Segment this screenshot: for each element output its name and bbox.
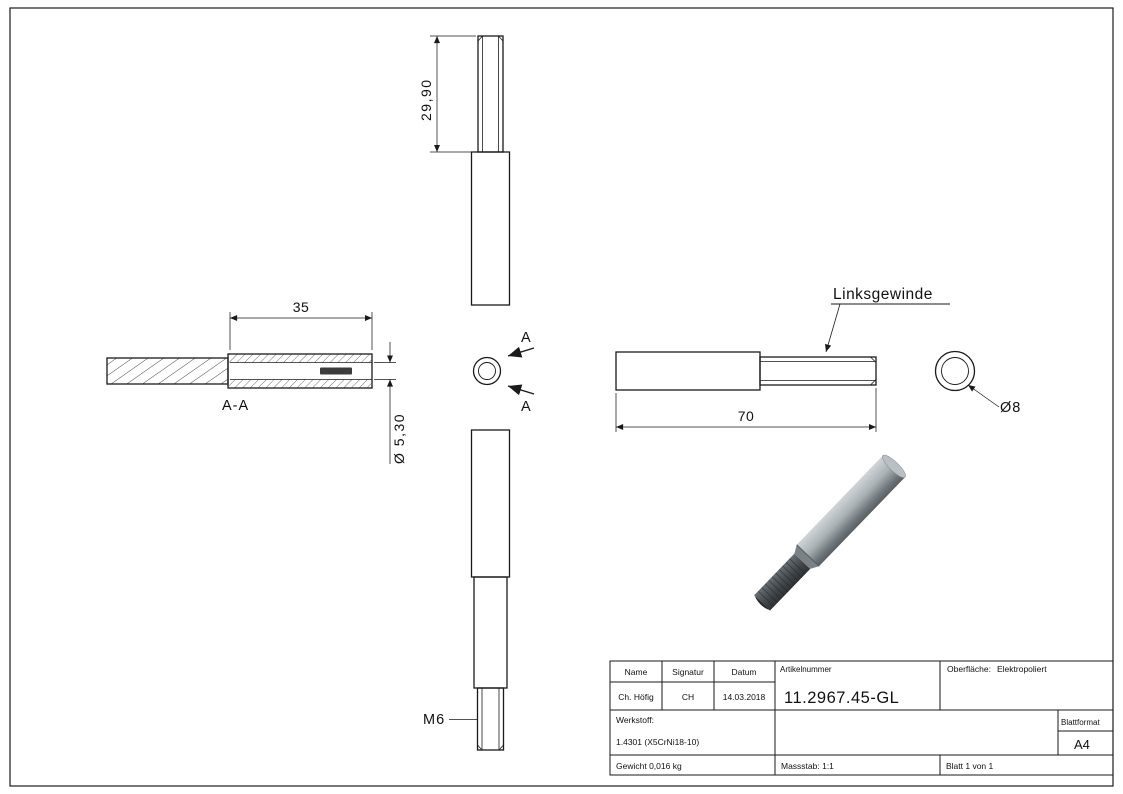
dim-29-90-label: 29,90 — [418, 78, 434, 121]
cut-label-bottom: A — [521, 399, 532, 415]
render-thread — [754, 553, 811, 611]
tb-datum-value: 14.03.2018 — [723, 692, 766, 702]
tb-werkstoff-label: Werkstoff: — [616, 715, 654, 725]
section-wall-hatch-bottom — [228, 379, 372, 388]
cut-arrow-top — [507, 346, 535, 358]
top-chamfer — [477, 35, 483, 42]
side-body-outline — [615, 351, 761, 391]
small-circle-inner — [478, 362, 496, 380]
bottom-body-outline — [470, 429, 511, 578]
render-step-line — [796, 544, 820, 567]
tb-name-header: Name — [625, 667, 648, 677]
view-section-aa: 35 A-A Ø 5,30 — [106, 299, 407, 464]
tb-blattformat-value: A4 — [1074, 737, 1090, 752]
view-side: Linksgewinde 70 — [615, 286, 950, 432]
bottom-thread-outline — [476, 687, 505, 751]
tb-blatt: Blatt 1 von 1 — [946, 761, 994, 771]
tb-blattformat-label: Blattformat — [1061, 718, 1100, 727]
tb-name-value: Ch. Höfig — [618, 692, 654, 702]
small-circle-outer — [472, 356, 502, 386]
render-body — [796, 455, 906, 567]
large-circle-inner — [941, 357, 969, 385]
render-end-cap — [882, 454, 906, 478]
dim-m6-label: M6 — [423, 712, 445, 728]
cut-label-top: A — [521, 330, 532, 346]
tb-massstab: Massstab: 1:1 — [781, 761, 834, 771]
tb-gewicht: Gewicht 0,016 kg — [616, 761, 682, 771]
section-wall-hatch-top — [228, 354, 372, 363]
side-chamfer — [870, 379, 877, 386]
render-thread-ridges — [757, 558, 806, 607]
side-thread-outline — [759, 356, 877, 386]
render-3d — [754, 454, 906, 611]
title-block: Name Signatur Datum Ch. Höfig CH 14.03.2… — [609, 660, 1114, 776]
section-aa-label: A-A — [222, 398, 249, 414]
sheet-border — [9, 7, 1114, 787]
tb-artikelnummer-value: 11.2967.45-GL — [784, 689, 899, 707]
large-circle-outer — [934, 350, 976, 392]
view-bottom: M6 — [423, 429, 511, 751]
section-thread-hatched — [106, 357, 229, 385]
bottom-chamfer — [498, 744, 504, 751]
view-circle-large: Ø8 — [934, 350, 1021, 416]
section-body-outline — [227, 353, 373, 389]
tb-signatur-value: CH — [682, 692, 694, 702]
thread-note-label: Linksgewinde — [833, 286, 933, 303]
title-block-grid — [609, 660, 1114, 776]
tb-oberflaeche-value: Elektropoliert — [997, 664, 1047, 674]
render-chamfer — [794, 544, 819, 569]
leader-line — [825, 303, 841, 353]
tb-signatur-header: Signatur — [672, 667, 704, 677]
top-chamfer — [498, 35, 504, 42]
leader-line — [967, 384, 1000, 408]
tb-oberflaeche-label: Oberfläche: — [947, 664, 991, 674]
tb-artikelnummer-label: Artikelnummer — [780, 665, 832, 674]
view-top: 29,90 — [418, 35, 511, 306]
laser-marking — [320, 367, 352, 375]
dim-5-30-label: Ø 5,30 — [391, 413, 407, 464]
bottom-mid-outline — [473, 576, 508, 689]
top-body-outline — [470, 151, 511, 306]
dim-35-label: 35 — [293, 299, 310, 315]
tb-werkstoff-value: 1.4301 (X5CrNi18-10) — [616, 737, 699, 747]
top-thread-outline — [477, 35, 504, 153]
dim-d8-label: Ø8 — [1000, 400, 1021, 416]
tb-datum-header: Datum — [731, 667, 756, 677]
cut-arrow-bottom — [507, 384, 535, 396]
view-circle-small: A A — [472, 330, 535, 415]
bottom-chamfer — [477, 744, 483, 751]
dim-70-label: 70 — [738, 408, 755, 424]
side-chamfer — [870, 356, 877, 363]
